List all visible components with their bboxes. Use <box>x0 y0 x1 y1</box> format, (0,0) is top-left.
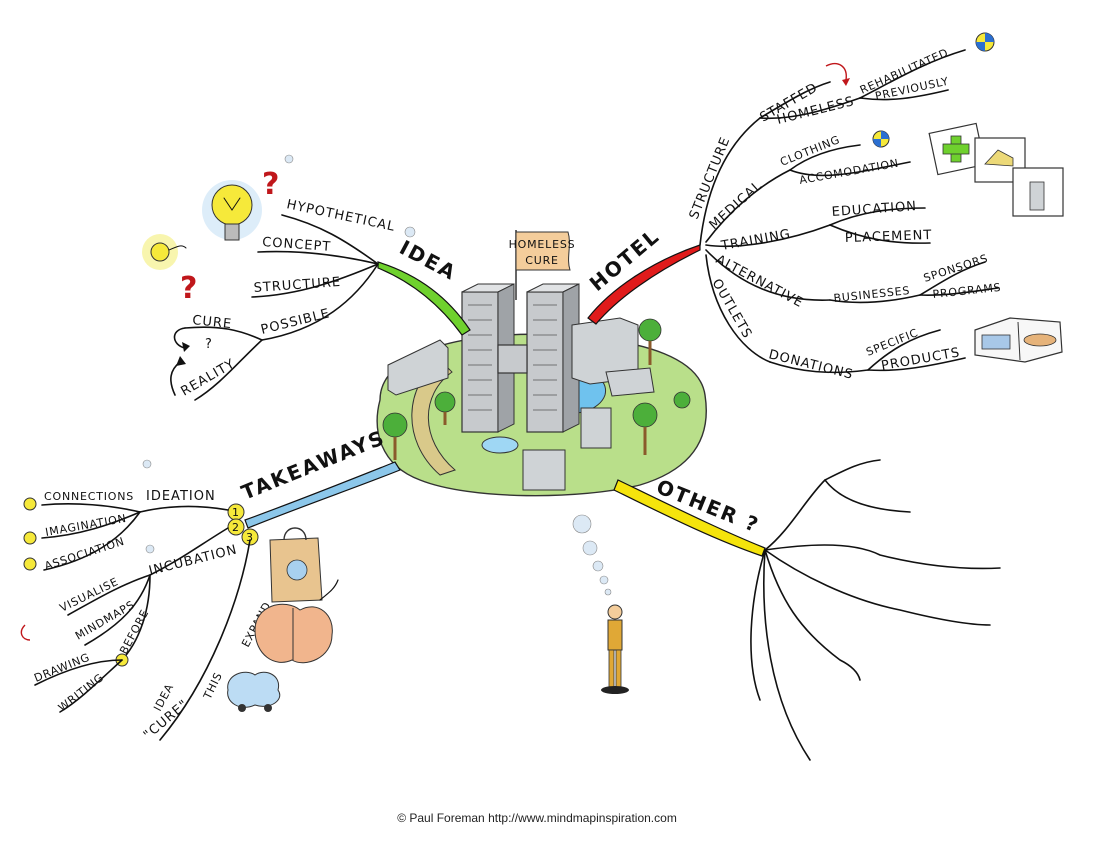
donation-box-icon <box>974 317 1063 363</box>
hotel-accomodation: ACCOMODATION <box>798 157 900 187</box>
lightbulb-icon <box>202 180 262 241</box>
thought-bubble-icon <box>142 459 152 469</box>
other-branch-tube <box>613 479 766 557</box>
idea-item-hypothetical: HYPOTHETICAL <box>285 197 396 235</box>
homeless-cure-flag: HOMELESS CURE <box>509 230 576 300</box>
cloud-cart-icon <box>227 671 281 712</box>
ideation-label: IDEATION <box>146 489 216 504</box>
medical-cross-card-icon <box>928 122 986 176</box>
hotel-branch: STRUCTURE STAFFED HOMELESS REHABILITATED… <box>687 32 1064 383</box>
building-card-icon <box>1012 167 1064 217</box>
cycle-cure: CURE <box>192 313 233 332</box>
hotel-medical: MEDICAL <box>707 178 766 233</box>
flag-text-line2: CURE <box>525 254 559 267</box>
brain-icon <box>254 603 333 664</box>
thought-bubble-icon <box>145 544 155 554</box>
idea-item-concept: CONCEPT <box>262 235 332 255</box>
building-left <box>387 339 449 396</box>
h-tower <box>461 283 580 433</box>
lifebuoy-icon <box>975 32 995 52</box>
question-mark-top: ? <box>262 167 279 202</box>
red-arrow-icon <box>20 624 31 641</box>
badge-two-number: 2 <box>232 521 240 534</box>
flag-text-line1: HOMELESS <box>509 238 576 251</box>
badge-three-number: 3 <box>246 531 254 544</box>
incubation-label: INCUBATION <box>147 542 239 578</box>
bullet-icon <box>23 497 37 511</box>
incubation-writing: WRITING <box>56 671 107 715</box>
badge-three <box>241 528 259 546</box>
takeaways-branch-label: TAKEAWAYS <box>238 425 389 505</box>
hotel-sponsors: SPONSORS <box>922 252 990 285</box>
lifebuoy-icon <box>872 130 890 148</box>
ideation-connections: CONNECTIONS <box>44 490 134 503</box>
trees <box>382 318 691 460</box>
small-lightbulb-icon <box>142 234 187 270</box>
hotel-outlets: OUTLETS <box>709 277 755 342</box>
takeaways-branch-tube <box>244 461 401 529</box>
idea-branch-tube <box>377 261 471 336</box>
this-label: THIS <box>201 670 226 702</box>
thought-bubble-icon <box>284 154 294 164</box>
ideation-imagination: IMAGINATION <box>44 512 127 539</box>
badge-two <box>227 518 245 536</box>
bullet-icon <box>23 531 37 545</box>
hotel-branch-tube <box>587 244 701 325</box>
idea-item-structure: STRUCTURE <box>253 275 341 296</box>
thought-bubble-icon <box>404 226 416 238</box>
hotel-education: EDUCATION <box>831 199 917 220</box>
central-island: HOMELESS CURE <box>376 230 707 497</box>
hotel-training: TRAINING <box>719 227 792 254</box>
hotel-programs: PROGRAMS <box>932 281 1002 301</box>
other-branch <box>750 459 1001 761</box>
incubation-drawing: DRAWING <box>32 651 92 685</box>
hotel-placement: PLACEMENT <box>845 228 933 246</box>
bullet-icon <box>23 557 37 571</box>
thinking-person-icon <box>572 514 629 694</box>
idea-item-possible: POSSIBLE <box>259 306 331 338</box>
hotel-donations: DONATIONS <box>767 347 855 383</box>
shopping-bag-icon <box>269 527 323 603</box>
badge-one-number: 1 <box>232 506 240 519</box>
question-mark-bottom: ? <box>180 271 197 306</box>
copyright-credit: © Paul Foreman http://www.mindmapinspira… <box>397 811 677 825</box>
buildings-right <box>522 317 655 491</box>
idea-branch: HYPOTHETICAL CONCEPT STRUCTURE POSSIBLE … <box>142 154 416 401</box>
cycle-reality: REALITY <box>179 356 239 399</box>
ideation-association: ASSOCIATION <box>43 535 126 573</box>
cycle-question: ? <box>205 337 213 352</box>
hotel-products: PRODUCTS <box>880 345 961 374</box>
